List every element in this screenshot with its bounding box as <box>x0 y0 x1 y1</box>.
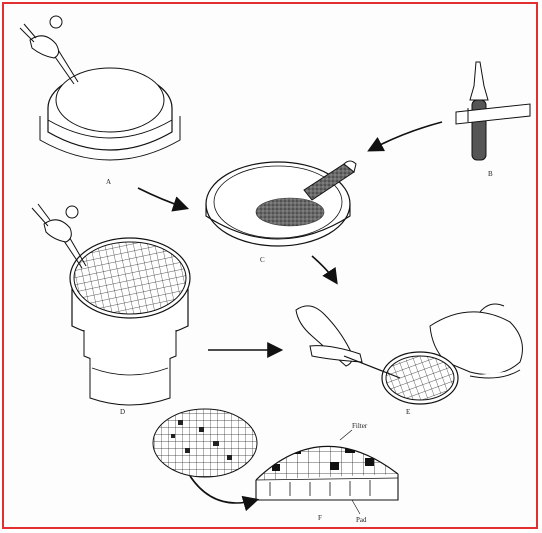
panel-f-label: F <box>318 514 322 522</box>
arrow-c-to-e <box>312 256 336 282</box>
panel-e-label: E <box>406 408 410 416</box>
panel-c: C <box>206 161 356 264</box>
pipette-tube-icon <box>456 62 530 160</box>
forceps-icon <box>20 16 78 84</box>
callout-pad: Pad <box>356 516 367 524</box>
panel-a: A <box>20 16 180 186</box>
panel-c-label: C <box>260 256 265 264</box>
panel-f: Filter Pad F <box>150 405 410 524</box>
filter-grid <box>150 405 260 485</box>
arrow-b-to-c <box>370 122 442 150</box>
callout-filter: Filter <box>352 422 368 430</box>
hand-left-icon <box>296 306 362 366</box>
panel-e: E <box>296 304 522 416</box>
panel-a-label: A <box>106 178 111 186</box>
panel-b-label: B <box>488 170 493 178</box>
sample-powder <box>256 198 324 226</box>
panel-b: B <box>456 62 530 178</box>
arrow-a-to-c <box>138 188 186 208</box>
arrow-f-detail <box>190 476 256 503</box>
panel-d-label: D <box>120 408 125 416</box>
panel-d: D <box>32 204 197 416</box>
